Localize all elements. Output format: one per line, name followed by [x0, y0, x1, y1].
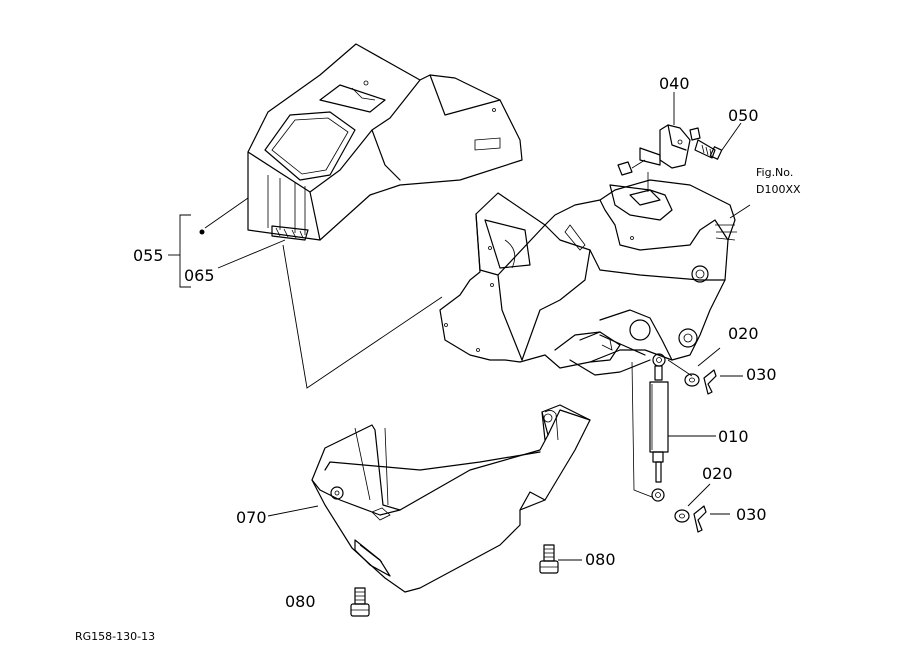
switch-part-040: [609, 124, 691, 221]
callout-020-upper: 020: [728, 324, 759, 343]
gas-spring-part-010: [631, 353, 693, 502]
callout-010: 010: [718, 427, 749, 446]
callout-065: 065: [184, 266, 215, 285]
fig-no-label: Fig.No.: [756, 166, 793, 179]
callout-030-upper: 030: [746, 365, 777, 384]
bolt-part-050: [689, 127, 723, 160]
fig-no-value: D100XX: [756, 183, 801, 196]
main-bracket-part: [439, 179, 737, 376]
reference-code: RG158-130-13: [75, 630, 155, 643]
lower-cover-part-070: [311, 404, 591, 593]
bolt-part-080-right: [539, 544, 559, 574]
washer-part-020-upper: [684, 373, 700, 387]
callout-080-right: 080: [585, 550, 616, 569]
callout-055: 055: [133, 246, 164, 265]
leader-lines: [168, 92, 751, 561]
upper-cover-part: [247, 43, 523, 241]
washer-part-020-lower: [674, 509, 690, 523]
pin-part-030-lower: [693, 505, 707, 533]
callout-020-lower: 020: [702, 464, 733, 483]
callout-050: 050: [728, 106, 759, 125]
callout-080-left: 080: [285, 592, 316, 611]
callout-070: 070: [236, 508, 267, 527]
callout-030-lower: 030: [736, 505, 767, 524]
pin-part-030-upper: [703, 369, 717, 395]
callout-040: 040: [659, 74, 690, 93]
bolt-part-080-left: [350, 587, 370, 617]
alignment-line: [282, 244, 443, 389]
